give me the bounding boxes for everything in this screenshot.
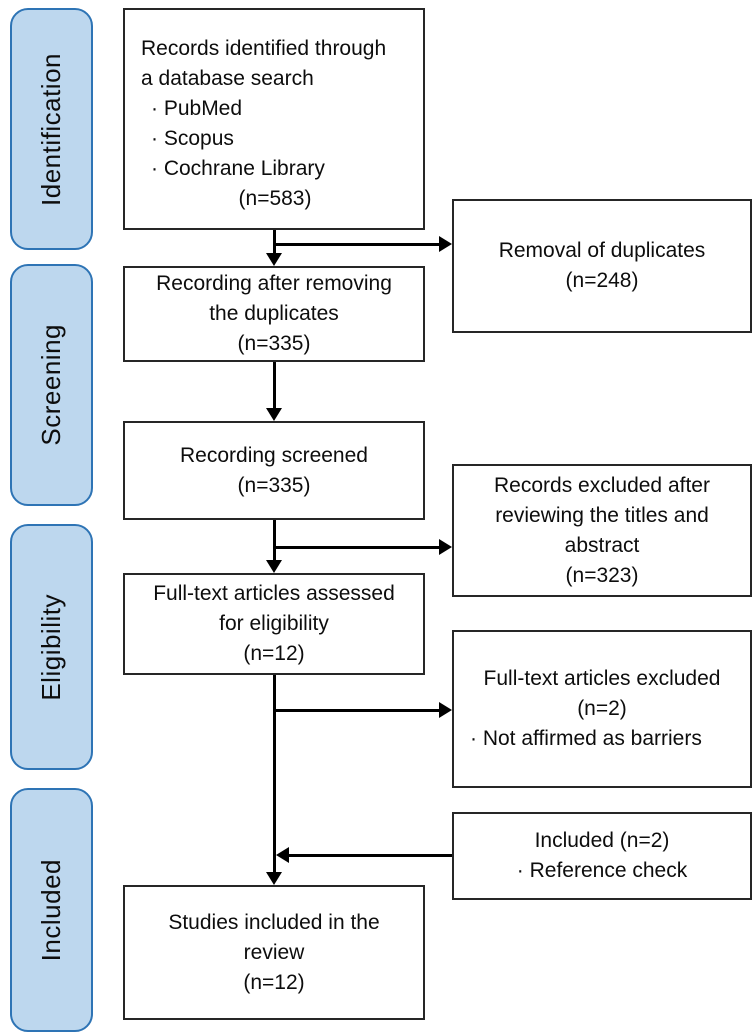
records-identified-line2: a database search (141, 67, 314, 90)
records-screened-text: Recording screened (n=335) (180, 443, 368, 497)
connector-fulltext-to-included (273, 675, 276, 874)
stage-eligibility: Eligibility (10, 524, 93, 770)
arrowhead-down-screened (266, 408, 282, 421)
fulltext-excluded-text: Full-text articles excluded (n=2) (483, 667, 721, 720)
database-pubmed: · PubMed (151, 97, 243, 120)
box-records-identified: Records identified through a database se… (123, 8, 425, 230)
studies-included-text: Studies included in the review (n=12) (168, 910, 380, 994)
arrowhead-right-records-excluded (439, 539, 452, 555)
records-after-dedup-text: Recording after removing the duplicates … (156, 272, 392, 355)
included-reference-bullet: · Reference check (516, 859, 688, 882)
arrowhead-right-fulltext-excluded (439, 702, 452, 718)
database-scopus: · Scopus (151, 127, 234, 150)
stage-label-eligibility: Eligibility (36, 593, 66, 701)
arrowhead-down-fulltext (266, 560, 282, 573)
box-duplicates-removed: Removal of duplicates (n=248) (452, 199, 752, 333)
records-identified-count: (n=583) (238, 187, 312, 210)
records-excluded-text: Records excluded after reviewing the tit… (494, 473, 710, 587)
stage-label-included: Included (36, 858, 66, 962)
connector-branch-records-excluded (274, 546, 440, 549)
box-studies-included: Studies included in the review (n=12) (123, 885, 425, 1020)
stage-included: Included (10, 788, 93, 1032)
arrowhead-down-studies-included (266, 872, 282, 885)
stage-identification: Identification (10, 8, 93, 250)
connector-dedup-to-screened (273, 362, 276, 410)
stage-screening: Screening (10, 264, 93, 506)
box-records-screened: Recording screened (n=335) (123, 421, 425, 520)
box-records-excluded: Records excluded after reviewing the tit… (452, 464, 752, 597)
duplicates-removed-text: Removal of duplicates (n=248) (498, 239, 706, 292)
box-fulltext-assessed: Full-text articles assessed for eligibil… (123, 573, 425, 675)
connector-screened-to-fulltext (273, 520, 276, 562)
fulltext-assessed-text: Full-text articles assessed for eligibil… (153, 582, 395, 665)
connector-branch-fulltext-excluded (274, 709, 440, 712)
box-records-after-dedup: Recording after removing the duplicates … (123, 266, 425, 362)
stage-label-identification: Identification (36, 52, 66, 206)
included-reference-text: Included (n=2) (534, 829, 670, 852)
arrowhead-down-dedup (266, 253, 282, 266)
box-fulltext-excluded: Full-text articles excluded (n=2) · Not … (452, 630, 752, 788)
fulltext-excluded-reason: · Not affirmed as barriers (470, 727, 702, 750)
box-included-reference: Included (n=2) · Reference check (452, 812, 752, 900)
database-cochrane: · Cochrane Library (151, 157, 325, 180)
stage-label-screening: Screening (36, 324, 66, 446)
records-identified-line1: Records identified through (141, 37, 387, 60)
arrowhead-left-reference-included (276, 847, 289, 863)
connector-branch-duplicates (274, 243, 440, 246)
arrowhead-right-duplicates (439, 236, 452, 252)
connector-reference-included (288, 854, 452, 857)
